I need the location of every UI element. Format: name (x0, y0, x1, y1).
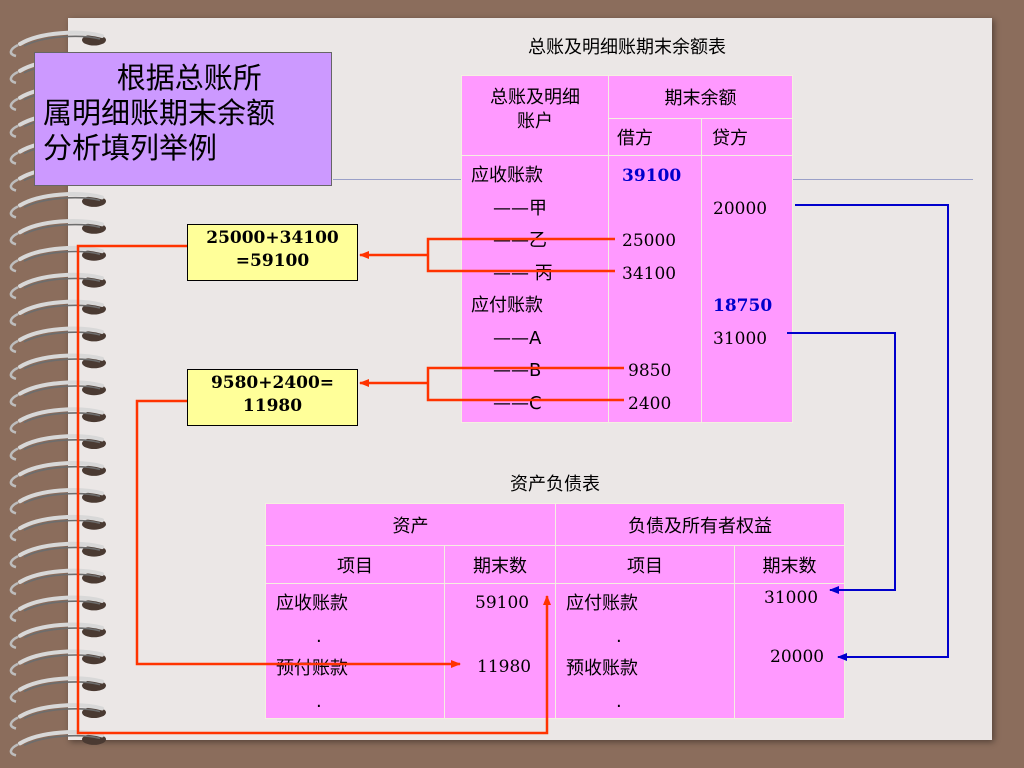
ledger-balance-table: 总账及明细 账户 期末余额 借方 贷方 (461, 75, 793, 423)
bs-asset-item-cell (265, 583, 445, 719)
ledger-debit-cell (608, 155, 702, 423)
spiral-ring-icon (9, 407, 106, 434)
ledger-debit-value: 34100 (622, 263, 677, 284)
spiral-ring-icon (9, 703, 106, 730)
bs-liability-items: 应付账款 . 预收账款 . (566, 588, 638, 718)
arrow-prepaid-to-balance-sheet (135, 399, 461, 668)
calc-line: 11980 (242, 396, 303, 416)
calc-line: 25000+34100 (206, 228, 339, 248)
calc-line: 9580+2400= (210, 373, 335, 393)
ledger-debit-value: 39100 (622, 166, 682, 186)
ledger-header-balance: 期末余额 (608, 75, 793, 119)
calc-receivable-box: 25000+34100 =59100 (187, 224, 358, 281)
bs-asset-item: . (316, 690, 322, 712)
slide-title-line: 分析填列举例 (43, 131, 218, 165)
spiral-ring-icon (9, 326, 106, 354)
spiral-ring-icon (9, 676, 106, 703)
ledger-account: ——B (493, 360, 542, 381)
ledger-credit-cell (701, 155, 793, 423)
spiral-ring-icon (9, 649, 106, 676)
spiral-ring-icon (9, 30, 106, 58)
ledger-credit-value: 18750 (713, 296, 773, 316)
slide-title-line: 属明细账期末余额 (43, 96, 276, 130)
spiral-ring-icon (9, 272, 106, 300)
ledger-account: 应收账款 (471, 165, 543, 186)
ledger-account-cell (461, 155, 609, 423)
ledger-debit-value: 9850 (628, 361, 672, 381)
bs-header-item: 项目 (265, 545, 445, 584)
ledger-credit-value: 31000 (713, 328, 768, 349)
spiral-ring-icon (9, 488, 106, 515)
spiral-ring-icon (9, 622, 106, 650)
bs-header-amount: 期末数 (444, 545, 556, 584)
ledger-debit-value: 2400 (628, 393, 672, 414)
calc-line: =59100 (235, 251, 310, 271)
spiral-ring-icon (9, 219, 106, 246)
ledger-account: 应付账款 (471, 295, 543, 316)
slide-title: 根据总账所 属明细账期末余额 分析填列举例 (34, 52, 332, 186)
spiral-ring-icon (9, 514, 106, 542)
ledger-account: —— 丙 (493, 262, 553, 284)
bs-asset-item: 应收账款 (276, 593, 348, 614)
spiral-ring-icon (9, 541, 106, 569)
spiral-ring-icon (9, 245, 106, 273)
bs-liability-amount: 20000 (770, 647, 825, 667)
ledger-account: ——甲 (493, 197, 547, 219)
bs-liability-item: 预收账款 (566, 658, 638, 679)
ledger-debit-column: 39100 25000 34100 9850 2400 (622, 160, 681, 420)
calc-prepaid-box: 9580+2400= 11980 (187, 369, 358, 426)
bs-liability-item: . (616, 690, 622, 712)
balance-sheet-caption: 资产负债表 (510, 474, 600, 495)
ledger-credit-value: 20000 (713, 198, 768, 219)
bs-asset-item: . (316, 625, 322, 647)
spiral-ring-icon (9, 299, 106, 327)
bs-asset-amount: 11980 (477, 657, 532, 677)
bs-liability-amount-cell (734, 583, 845, 719)
bs-asset-amount: 59100 (475, 593, 530, 613)
spiral-ring-icon (9, 434, 106, 461)
spiral-ring-icon (9, 595, 106, 623)
ledger-table-caption: 总账及明细账期末余额表 (528, 37, 726, 58)
bs-liability-item: . (616, 625, 622, 647)
ledger-account-column: 应收账款 ——甲 ——乙 —— 丙 应付账款 ——A ——B ——C (471, 160, 553, 420)
bracket-receivable-line (426, 237, 615, 273)
balance-sheet-table: 资产 负债及所有者权益 项目 期末数 项目 期末数 (265, 503, 845, 719)
spiral-ring-icon (9, 461, 106, 488)
arrow-payable-blue (787, 332, 896, 594)
bs-liability-item: 应付账款 (566, 593, 638, 614)
bs-header-assets: 资产 (265, 503, 556, 546)
ledger-credit-column: 20000 18750 31000 (713, 160, 772, 420)
ledger-debit-value: 25000 (622, 231, 677, 251)
arrow-receivable-to-balance-sheet (76, 244, 551, 735)
ledger-account: ——C (493, 392, 542, 414)
ledger-account: ——A (493, 327, 542, 349)
bs-liability-amount: 31000 (764, 588, 819, 608)
bs-asset-amount-cell (444, 583, 556, 719)
ledger-header-account: 总账及明细 账户 (461, 75, 609, 156)
spiral-ring-icon (9, 192, 106, 219)
slide-title-line: 根据总账所 (43, 61, 262, 95)
bracket-prepaid-line (426, 366, 624, 402)
spiral-ring-icon (9, 353, 106, 381)
bs-header-amount: 期末数 (734, 545, 845, 584)
ledger-header-debit: 借方 (608, 118, 702, 156)
bs-header-liabilities: 负债及所有者权益 (555, 503, 845, 546)
spiral-ring-icon (9, 568, 106, 596)
ledger-account: ——乙 (493, 230, 547, 251)
arrow-advance-receipt-blue (795, 204, 949, 661)
spiral-ring-icon (9, 380, 106, 407)
